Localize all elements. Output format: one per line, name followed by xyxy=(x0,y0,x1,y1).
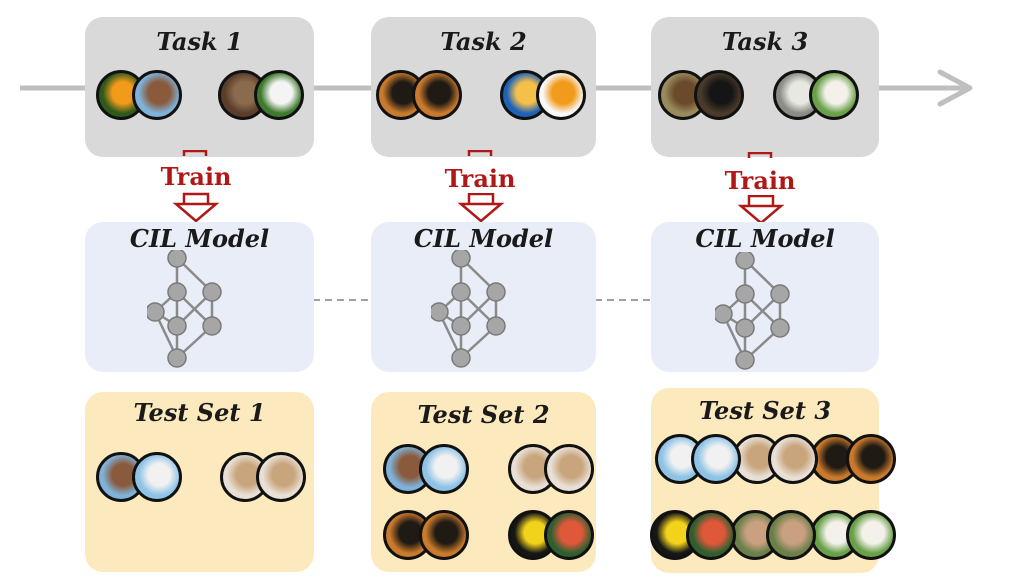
network-node xyxy=(451,348,471,368)
task-3-label: Task 3 xyxy=(721,27,809,56)
network-node xyxy=(431,302,449,322)
task-2-image-pair xyxy=(376,70,476,125)
network-node xyxy=(735,252,755,270)
bird-eagle-photo-icon xyxy=(419,444,469,494)
down-arrow-icon xyxy=(457,150,505,223)
train-label-1: Train xyxy=(151,162,241,191)
test-set-2-image-pair xyxy=(383,444,483,499)
sheep-lamb-photo-icon xyxy=(809,70,859,120)
tiger-photo-icon xyxy=(419,510,469,560)
cil-model-3-label: CIL Model xyxy=(695,224,835,253)
train-label-2: Train xyxy=(435,164,525,193)
test-set-3-image-pair xyxy=(810,434,910,489)
test-set-3-image-pair xyxy=(730,510,830,565)
down-arrow-icon xyxy=(172,150,220,223)
down-arrow-icon xyxy=(737,152,785,225)
cil-model-1-label: CIL Model xyxy=(129,224,270,253)
fish-goldfish-photo-icon xyxy=(536,70,586,120)
network-node xyxy=(735,350,755,370)
network-node xyxy=(735,318,755,338)
test-set-3-image-pair xyxy=(810,510,910,565)
train-label-3: Train xyxy=(715,166,805,195)
test-set-3-image-pair xyxy=(650,510,750,565)
network-node xyxy=(770,284,790,304)
dog-pug-photo-icon xyxy=(768,434,818,484)
network-node xyxy=(167,348,187,368)
network-node xyxy=(486,282,506,302)
dog-white-photo-icon xyxy=(254,70,304,120)
test-set-3-image-pair xyxy=(655,434,755,489)
task-2-label: Task 2 xyxy=(440,27,527,56)
cil-model-1-box: CIL Model xyxy=(85,222,314,372)
network-node xyxy=(770,318,790,338)
network-node xyxy=(715,304,733,324)
bird-eagle-photo-icon xyxy=(691,434,741,484)
network-node xyxy=(167,250,187,268)
monkey-macaque-photo-icon xyxy=(766,510,816,560)
tiger-photo-icon xyxy=(412,70,462,120)
network-node xyxy=(202,282,222,302)
task-3-image-pair xyxy=(658,70,758,125)
test-set-2-image-pair xyxy=(508,510,608,565)
dog-pug-photo-icon xyxy=(256,452,306,502)
monkey-black-photo-icon xyxy=(694,70,744,120)
bird-eagle-photo-icon xyxy=(132,452,182,502)
neural-network-icon xyxy=(715,252,790,370)
cil-model-2-box: CIL Model xyxy=(371,222,596,372)
fish-discus-photo-icon xyxy=(686,510,736,560)
network-node xyxy=(147,302,165,322)
network-node xyxy=(735,284,755,304)
network-node xyxy=(167,316,187,336)
network-node xyxy=(167,282,187,302)
test-set-1-image-pair xyxy=(220,452,320,507)
dog-pug-photo-icon xyxy=(544,444,594,494)
task-1-label: Task 1 xyxy=(156,27,243,56)
network-node xyxy=(451,282,471,302)
cil-model-3-box: CIL Model xyxy=(651,222,879,372)
neural-network-icon xyxy=(431,250,506,368)
sheep-lamb-photo-icon xyxy=(846,510,896,560)
test-set-3-label: Test Set 3 xyxy=(698,396,832,425)
test-set-2-image-pair xyxy=(508,444,608,499)
task-3-image-pair xyxy=(773,70,873,125)
bird-robin-photo-icon xyxy=(132,70,182,120)
task-2-image-pair xyxy=(500,70,600,125)
tiger-photo-icon xyxy=(846,434,896,484)
test-set-1-image-pair xyxy=(96,452,196,507)
network-node xyxy=(451,250,471,268)
task-1-image-pair xyxy=(96,70,196,125)
test-set-1-label: Test Set 1 xyxy=(133,398,266,427)
neural-network-icon xyxy=(147,250,222,368)
test-set-2-label: Test Set 2 xyxy=(417,400,550,429)
network-node xyxy=(202,316,222,336)
test-set-2-image-pair xyxy=(383,510,483,565)
task-1-image-pair xyxy=(218,70,318,125)
test-set-3-image-pair xyxy=(732,434,832,489)
network-node xyxy=(486,316,506,336)
fish-discus-photo-icon xyxy=(544,510,594,560)
network-node xyxy=(451,316,471,336)
cil-model-2-label: CIL Model xyxy=(413,224,554,253)
